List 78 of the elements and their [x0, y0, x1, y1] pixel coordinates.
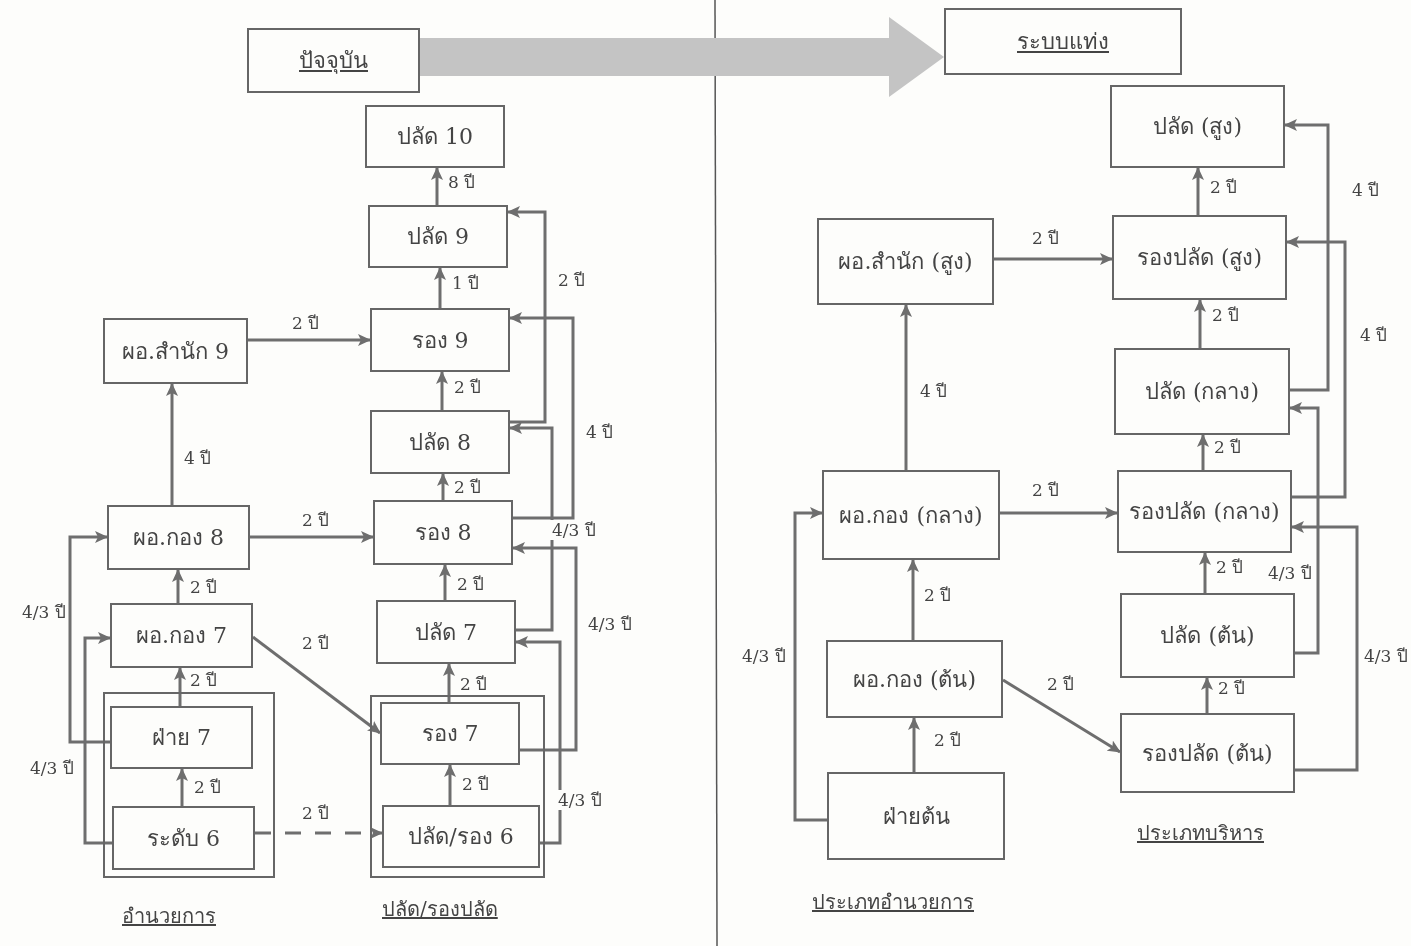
- arrow: [1194, 299, 1206, 348]
- position-box: ปลัด (กลาง): [1114, 348, 1290, 435]
- arrow: [248, 334, 371, 346]
- position-box: ผอ.สำนัก 9: [103, 318, 248, 384]
- arrow: [252, 635, 381, 735]
- arrow: [507, 206, 547, 424]
- position-box: ปลัด/รอง 6: [382, 805, 540, 868]
- arrow: [509, 422, 554, 632]
- arrow: [176, 768, 188, 806]
- arrow: [994, 253, 1113, 265]
- position-box: ผอ.กอง 7: [110, 603, 253, 668]
- position-box: ปลัด (สูง): [1110, 85, 1285, 168]
- position-box: รอง 8: [373, 500, 513, 565]
- edge-label: 4/3 ปี: [740, 646, 788, 666]
- arrow: [444, 764, 456, 805]
- arrow: [793, 507, 827, 822]
- position-box: ผอ.กอง 8: [107, 505, 250, 570]
- position-box: ฝ่ายต้น: [827, 772, 1005, 860]
- arrow: [68, 531, 110, 744]
- position-box: รองปลัด (สูง): [1112, 215, 1287, 300]
- arrow: [900, 304, 912, 470]
- edge-label: 4/3 ปี: [586, 614, 634, 634]
- arrow: [509, 312, 575, 520]
- arrow: [83, 632, 112, 845]
- arrow: [1000, 507, 1118, 519]
- arrow: [1199, 552, 1211, 593]
- arrow: [166, 383, 178, 505]
- arrow: [1002, 678, 1121, 754]
- position-box: ผอ.กอง (ต้น): [826, 640, 1003, 718]
- arrow: [443, 663, 455, 702]
- arrow: [250, 531, 374, 543]
- position-box: ปลัด 10: [365, 105, 505, 168]
- section-label: ประเภทบริหาร: [1137, 820, 1264, 847]
- arrow: [437, 473, 449, 500]
- arrow: [515, 636, 562, 845]
- position-box: ปลัด (ต้น): [1120, 593, 1295, 678]
- arrow: [434, 267, 446, 308]
- position-box: รองปลัด (ต้น): [1120, 713, 1295, 793]
- heading-box: ระบบแท่ง: [944, 8, 1182, 75]
- arrow: [1201, 677, 1213, 713]
- arrow: [1289, 402, 1320, 655]
- position-box: ปลัด 9: [368, 205, 508, 268]
- position-box: ระดับ 6: [112, 806, 255, 870]
- edge-label: 4/3 ปี: [1362, 646, 1410, 666]
- position-box: ปลัด 7: [376, 600, 516, 664]
- group-box: [103, 692, 275, 878]
- position-box: รองปลัด (กลาง): [1117, 470, 1292, 553]
- position-box: รอง 9: [370, 308, 510, 372]
- section-label: ประเภทอำนวยการ: [812, 889, 974, 916]
- position-box: ผอ.สำนัก (สูง): [817, 218, 994, 305]
- arrow: [907, 559, 919, 640]
- arrow: [1197, 434, 1209, 470]
- edge-label: 4/3 ปี: [550, 520, 598, 540]
- arrow: [174, 667, 186, 706]
- arrow: [908, 717, 920, 772]
- position-box: ผอ.กอง (กลาง): [822, 470, 1000, 560]
- arrow: [1286, 236, 1347, 499]
- position-box: ฝ่าย 7: [110, 706, 253, 769]
- arrow: [436, 371, 448, 410]
- position-box: รอง 7: [380, 702, 520, 765]
- position-box: ปลัด 8: [370, 410, 510, 474]
- edge-label: 4/3 ปี: [556, 790, 604, 810]
- arrow: [439, 564, 451, 600]
- arrow: [172, 569, 184, 603]
- heading-box: ปัจจุบัน: [247, 28, 420, 93]
- arrow: [431, 167, 443, 205]
- arrow: [255, 827, 383, 839]
- arrow: [512, 542, 578, 752]
- edge-label: 4/3 ปี: [28, 758, 76, 778]
- section-label: อำนวยการ: [122, 903, 216, 930]
- arrow: [1291, 521, 1359, 772]
- block-arrow: [420, 17, 944, 97]
- edge-label: 4/3 ปี: [20, 602, 68, 622]
- group-box: [370, 695, 545, 878]
- arrow: [1284, 119, 1330, 392]
- edge-label: 4/3 ปี: [1266, 563, 1314, 583]
- section-label: ปลัด/รองปลัด: [382, 896, 498, 923]
- arrow: [1192, 167, 1204, 215]
